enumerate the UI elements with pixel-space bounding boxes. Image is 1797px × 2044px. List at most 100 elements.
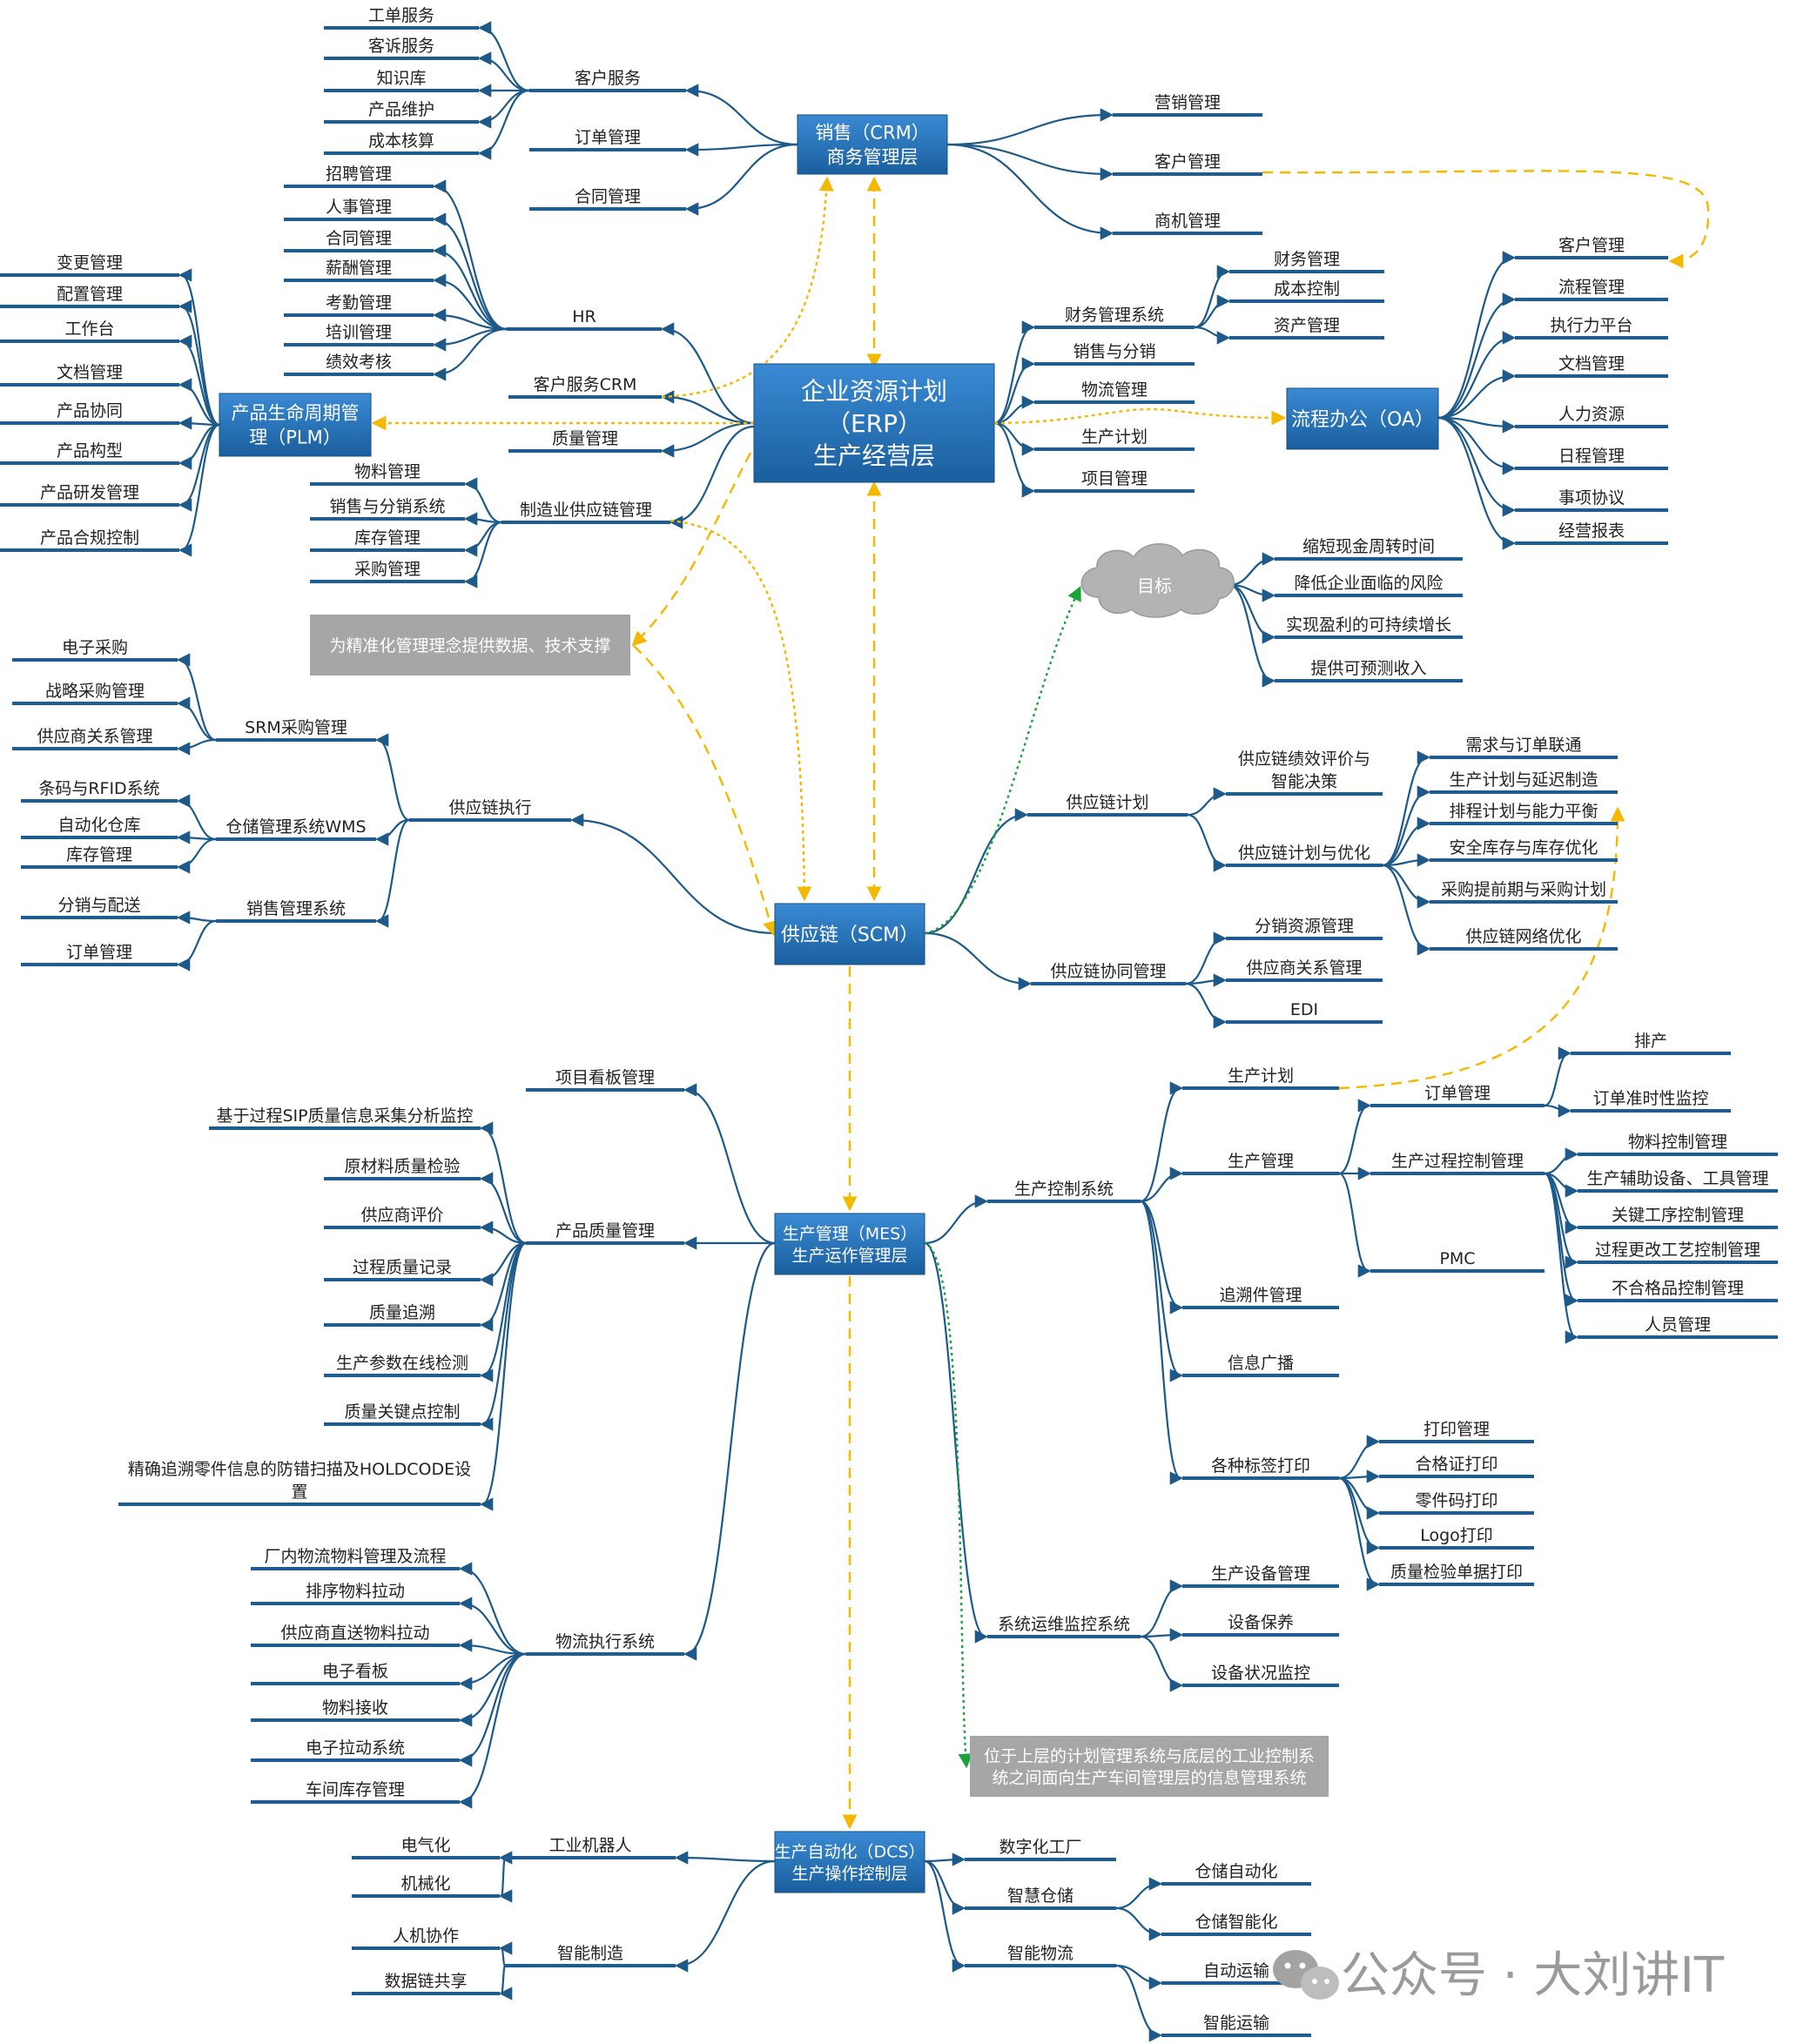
crm-right-1[interactable]: 客户管理 [1113,152,1262,176]
scm-plan-optimize[interactable]: 供应链计划与优化 [1226,844,1383,867]
scm-collab-item-0[interactable]: 分销资源管理 [1226,917,1383,940]
crm-order-management[interactable]: 订单管理 [529,128,686,151]
plm-item-5[interactable]: 产品构型 [0,441,179,465]
dcs-smart-mfg-node[interactable]: 智能制造 [505,1944,676,1967]
logistics-auto-item-1[interactable]: 智能运输 [1161,2014,1311,2037]
hr-item-4[interactable]: 考勤管理 [284,293,434,317]
logistics-item-1[interactable]: 排序物料拉动 [251,1582,460,1605]
wms-item-0[interactable]: 条码与RFID系统 [21,779,178,803]
robot-item-1[interactable]: 机械化 [352,1874,500,1898]
erp-crm-service[interactable]: 客户服务CRM [508,375,662,399]
order-item-1[interactable]: 订单准时性监控 [1571,1089,1731,1113]
crm-right-2[interactable]: 商机管理 [1113,212,1262,235]
scm-opt-item-1[interactable]: 生产计划与延迟制造 [1430,770,1618,794]
finance-item-1[interactable]: 成本控制 [1229,279,1384,303]
quality-item-4[interactable]: 质量追溯 [324,1303,481,1327]
dcs-right-0[interactable]: 数字化工厂 [965,1838,1116,1861]
scm-exec-group-1[interactable]: 仓储管理系统WMS [216,817,376,841]
smart-mfg-item-1[interactable]: 数据链共享 [352,1972,500,1995]
mfg-scm-item-2[interactable]: 库存管理 [310,528,465,552]
ops-item-0[interactable]: 生产设备管理 [1182,1564,1339,1588]
process-item-1[interactable]: 生产辅助设备、工具管理 [1578,1169,1778,1193]
dcs-right-2[interactable]: 智能物流 [965,1944,1116,1967]
goal-item-2[interactable]: 实现盈利的可持续增长 [1275,615,1463,639]
mfg-scm-item-1[interactable]: 销售与分销系统 [310,497,465,521]
crm-service-4[interactable]: 成本核算 [324,131,479,155]
srm-item-2[interactable]: 供应商关系管理 [12,727,178,750]
goal-item-0[interactable]: 缩短现金周转时间 [1275,537,1463,561]
mes-logistics-node[interactable]: 物流执行系统 [526,1632,684,1656]
dcs-right-1[interactable]: 智慧仓储 [965,1886,1116,1910]
quality-item-6[interactable]: 质量关键点控制 [324,1402,481,1426]
plm-item-4[interactable]: 产品协同 [0,401,179,425]
erp-right-3[interactable]: 生产计划 [1034,427,1195,451]
dcs-robot-node[interactable]: 工业机器人 [505,1836,676,1859]
goal-item-1[interactable]: 降低企业面临的风险 [1275,574,1463,597]
label-print-item-1[interactable]: 合格证打印 [1379,1455,1534,1478]
oa-item-3[interactable]: 文档管理 [1515,354,1668,378]
crm-node[interactable]: 销售（CRM）商务管理层 [797,114,948,175]
label-print-item-2[interactable]: 零件码打印 [1379,1491,1534,1515]
warehouse-item-1[interactable]: 仓储智能化 [1161,1913,1311,1936]
robot-item-0[interactable]: 电气化 [352,1836,500,1859]
mes-plan[interactable]: 生产计划 [1182,1066,1339,1090]
logistics-item-4[interactable]: 物料接收 [251,1698,460,1722]
oa-node[interactable]: 流程办公（OA） [1286,387,1439,450]
process-item-3[interactable]: 过程更改工艺控制管理 [1578,1241,1778,1264]
hr-item-2[interactable]: 合同管理 [284,229,434,252]
order-item-0[interactable]: 排产 [1571,1032,1731,1055]
sales-item-1[interactable]: 订单管理 [21,943,178,966]
hr-node[interactable]: HR [507,307,662,331]
process-item-0[interactable]: 物料控制管理 [1578,1133,1778,1156]
logistics-item-5[interactable]: 电子拉动系统 [251,1738,460,1762]
ops-item-2[interactable]: 设备状况监控 [1182,1664,1339,1687]
scm-collab-item-1[interactable]: 供应商关系管理 [1226,958,1383,982]
finance-item-2[interactable]: 资产管理 [1229,316,1384,340]
quality-item-0[interactable]: 基于过程SIP质量信息采集分析监控 [209,1106,481,1130]
crm-service-2[interactable]: 知识库 [324,69,479,92]
smart-mfg-item-0[interactable]: 人机协作 [352,1926,500,1950]
hr-item-5[interactable]: 培训管理 [284,323,434,346]
dcs-node[interactable]: 生产自动化（DCS）生产操作控制层 [774,1831,925,1893]
quality-item-3[interactable]: 过程质量记录 [324,1258,481,1281]
crm-customer-service[interactable]: 客户服务 [529,69,686,92]
scm-opt-item-3[interactable]: 安全库存与库存优化 [1430,838,1618,862]
quality-item-1[interactable]: 原材料质量检验 [324,1157,481,1180]
scm-exec-group-0[interactable]: SRM采购管理 [216,718,376,742]
wms-item-2[interactable]: 库存管理 [21,845,178,869]
hr-item-0[interactable]: 招聘管理 [284,165,434,188]
plm-item-6[interactable]: 产品研发管理 [0,483,179,507]
erp-right-0[interactable]: 财务管理系统 [1034,306,1195,329]
oa-item-1[interactable]: 流程管理 [1515,278,1668,301]
mes-process-node[interactable]: 生产过程控制管理 [1370,1152,1545,1175]
mes-node[interactable]: 生产管理（MES）生产运作管理层 [774,1213,925,1275]
mes-label-print[interactable]: 各种标签打印 [1182,1456,1339,1480]
sales-item-0[interactable]: 分销与配送 [21,896,178,919]
erp-right-1[interactable]: 销售与分销 [1034,342,1195,366]
srm-item-1[interactable]: 战略采购管理 [12,682,178,705]
scm-opt-item-4[interactable]: 采购提前期与采购计划 [1430,880,1618,904]
plm-item-2[interactable]: 工作台 [0,319,179,343]
process-item-5[interactable]: 人员管理 [1578,1315,1778,1339]
mes-quality-node[interactable]: 产品质量管理 [526,1221,684,1245]
mes-trace[interactable]: 追溯件管理 [1182,1286,1339,1309]
erp-quality-management[interactable]: 质量管理 [508,429,662,453]
mes-ops-node[interactable]: 系统运维监控系统 [987,1615,1141,1638]
process-item-2[interactable]: 关键工序控制管理 [1578,1206,1778,1229]
erp-central-node[interactable]: 企业资源计划（ERP）生产经营层 [753,363,995,483]
oa-item-0[interactable]: 客户管理 [1515,236,1668,259]
hr-item-6[interactable]: 绩效考核 [284,353,434,376]
goal-item-3[interactable]: 提供可预测收入 [1275,659,1463,682]
erp-right-2[interactable]: 物流管理 [1034,380,1195,404]
scm-collab-node[interactable]: 供应链协同管理 [1031,962,1186,985]
mes-kanban[interactable]: 项目看板管理 [526,1068,684,1092]
label-print-item-3[interactable]: Logo打印 [1379,1526,1534,1550]
plm-item-7[interactable]: 产品合规控制 [0,528,179,552]
mes-pmc[interactable]: PMC [1370,1249,1545,1273]
logistics-item-2[interactable]: 供应商直送物料拉动 [251,1624,460,1647]
label-print-item-0[interactable]: 打印管理 [1379,1420,1534,1443]
mes-control-node[interactable]: 生产控制系统 [987,1180,1141,1203]
